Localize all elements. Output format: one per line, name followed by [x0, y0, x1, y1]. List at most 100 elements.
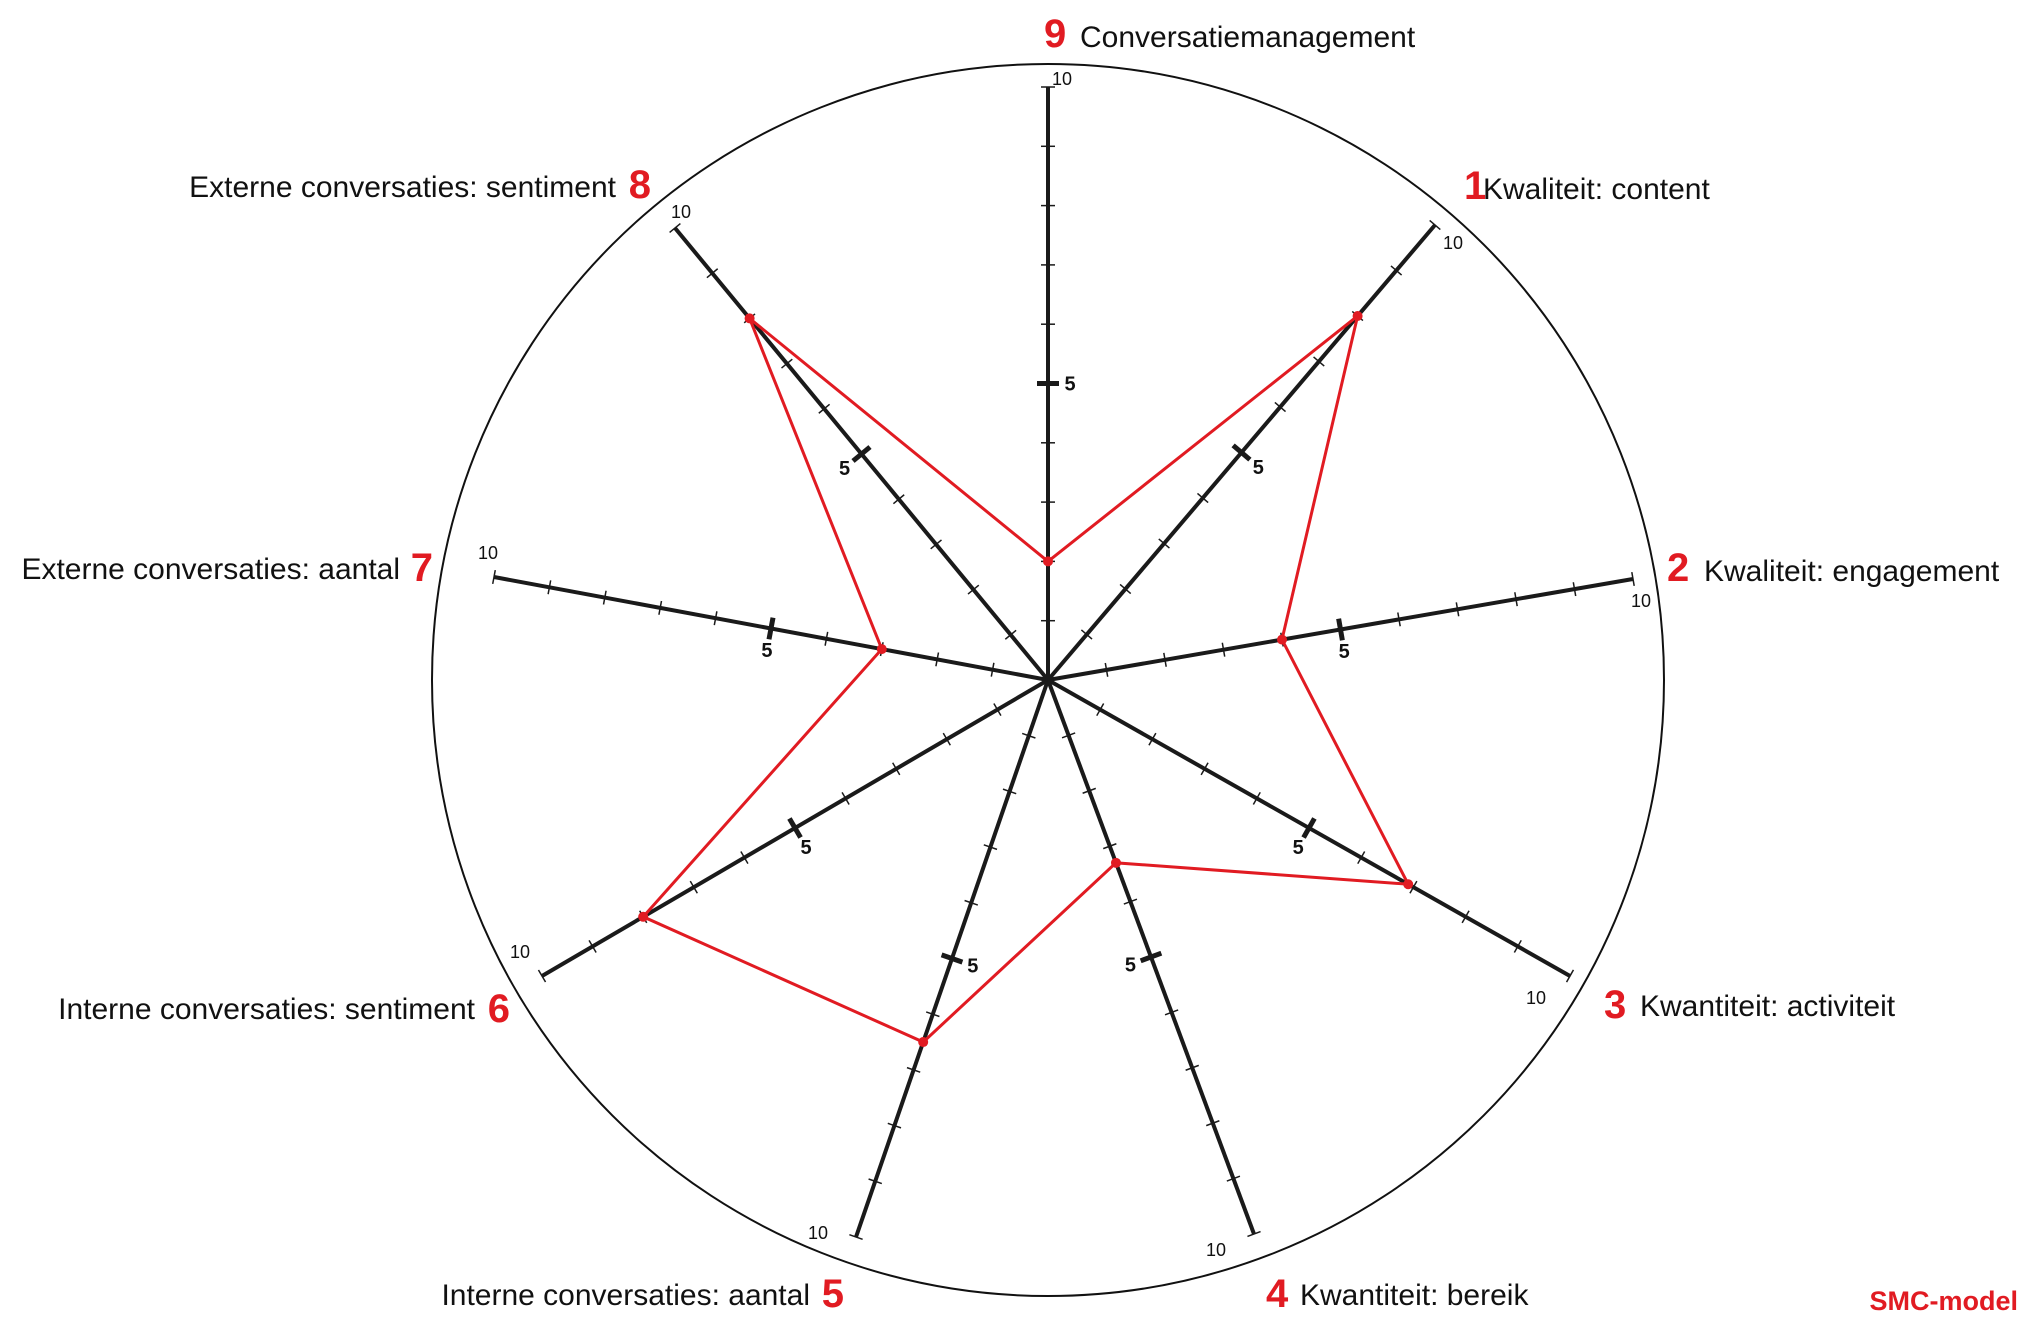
axis-tick-8-6 — [818, 403, 831, 414]
data-point-3 — [1403, 879, 1414, 890]
axis-tick-5-2 — [1002, 788, 1017, 795]
axis-tick-1-1 — [1080, 629, 1093, 640]
axis-tick-3-4 — [1252, 791, 1261, 805]
axis-tick-5-5 — [940, 952, 964, 965]
axis-tick-1-4 — [1196, 492, 1209, 504]
end-tick-label-4: 10 — [1206, 1240, 1226, 1260]
axis-tick-3-10 — [1565, 969, 1575, 983]
axis-tick-3-7 — [1409, 880, 1418, 894]
axis-tick-6-4 — [841, 791, 850, 805]
axis-tick-3-9 — [1513, 939, 1522, 953]
axis-tick-7-5 — [766, 617, 776, 640]
axis-tick-2-7 — [1455, 602, 1460, 617]
axis-tick-7-10 — [491, 569, 497, 585]
axis-tick-6-1 — [993, 703, 1002, 717]
axis-tick-1-2 — [1119, 583, 1132, 595]
axis-tick-2-5 — [1336, 618, 1345, 641]
axis-tick-6-5 — [787, 817, 803, 839]
axis-tick-2-10 — [1631, 571, 1635, 587]
axis-tick-8-3 — [930, 539, 942, 550]
axis-tick-5-4 — [964, 899, 979, 906]
axis-tick-4-10 — [1247, 1230, 1261, 1238]
axis-label-4: Kwantiteit: bereik — [1300, 1279, 1529, 1312]
mid-tick-label-3: 5 — [1293, 837, 1304, 859]
axis-number-2: 2 — [1667, 546, 1689, 590]
mid-tick-label-2: 5 — [1339, 641, 1350, 663]
axis-tick-6-3 — [892, 762, 901, 776]
axis-tick-2-8 — [1514, 592, 1518, 607]
axis-tick-5-8 — [887, 1122, 902, 1129]
axis-label-1: Kwaliteit: content — [1483, 173, 1710, 206]
data-point-8 — [744, 313, 755, 324]
axis-tick-8-10 — [669, 222, 681, 234]
end-tick-label-2: 10 — [1631, 591, 1651, 611]
end-tick-label-6: 10 — [510, 942, 530, 962]
axis-tick-3-8 — [1461, 910, 1470, 924]
axis-tick-5-10 — [849, 1234, 863, 1240]
axis-tick-6-9 — [588, 939, 597, 953]
axis-tick-7-4 — [824, 631, 829, 646]
axis-tick-7-9 — [547, 580, 552, 595]
mid-tick-label-6: 5 — [801, 837, 812, 859]
axis-tick-3-3 — [1200, 762, 1209, 776]
axis-number-7: 7 — [411, 546, 433, 590]
axis-number-9: 9 — [1044, 12, 1066, 56]
outer-circle — [431, 63, 1665, 1297]
end-tick-label-3: 10 — [1526, 988, 1546, 1008]
axis-tick-4-7 — [1185, 1064, 1200, 1071]
axis-tick-3-1 — [1096, 703, 1105, 717]
axes-layer — [491, 86, 1635, 1240]
axis-tick-8-9 — [706, 268, 719, 279]
axis-tick-4-2 — [1082, 787, 1097, 794]
axis-tick-8-1 — [1004, 629, 1017, 640]
axis-tick-4-3 — [1102, 843, 1117, 850]
axis-number-8: 8 — [629, 163, 651, 207]
axis-label-3: Kwantiteit: activiteit — [1640, 990, 1896, 1023]
data-point-6 — [638, 911, 649, 922]
end-tick-label-5: 10 — [808, 1223, 828, 1243]
axis-tick-7-6 — [713, 611, 718, 626]
axis-tick-7-8 — [602, 590, 607, 605]
axis-tick-3-6 — [1357, 851, 1366, 865]
mid-tick-label-4: 5 — [1125, 955, 1136, 977]
axis-tick-5-3 — [983, 844, 998, 851]
axis-tick-4-8 — [1205, 1120, 1220, 1127]
axis-tick-3-2 — [1148, 732, 1157, 746]
mid-tick-label-8: 5 — [839, 458, 850, 480]
mid-tick-label-7: 5 — [761, 640, 772, 662]
axis-tick-4-4 — [1123, 898, 1138, 905]
axis-tick-4-9 — [1226, 1175, 1241, 1182]
data-point-4 — [1110, 857, 1121, 868]
axis-number-6: 6 — [488, 987, 510, 1031]
axis-tick-6-2 — [942, 732, 951, 746]
axis-tick-2-1 — [1104, 662, 1109, 677]
axis-tick-5-7 — [906, 1066, 921, 1073]
data-layer — [638, 311, 1414, 1048]
axis-tick-2-9 — [1572, 582, 1577, 597]
axis-tick-1-10 — [1429, 219, 1441, 231]
axis-number-1: 1 — [1464, 164, 1486, 208]
mid-tick-label-1: 5 — [1253, 457, 1264, 479]
axis-tick-1-7 — [1313, 356, 1325, 367]
data-point-2 — [1277, 634, 1287, 645]
axis-tick-7-2 — [935, 652, 940, 667]
end-tick-label-8: 10 — [671, 202, 691, 222]
axis-tick-7-7 — [658, 600, 663, 615]
axis-tick-7-1 — [990, 662, 995, 677]
axis-tick-4-5 — [1139, 950, 1163, 964]
axis-tick-1-5 — [1231, 443, 1252, 462]
axis-number-3: 3 — [1604, 983, 1626, 1027]
data-polygon — [640, 312, 1411, 1044]
axis-tick-8-7 — [781, 358, 793, 369]
axis-number-5: 5 — [822, 1272, 844, 1316]
axis-tick-2-6 — [1397, 612, 1401, 627]
end-tick-label-1: 10 — [1443, 233, 1463, 253]
axis-tick-5-1 — [1021, 732, 1036, 739]
data-point-1 — [1352, 311, 1363, 321]
axis-number-4: 4 — [1266, 1272, 1289, 1316]
end-tick-label-7: 10 — [478, 543, 498, 563]
axis-tick-8-2 — [967, 584, 980, 595]
axis-tick-8-4 — [892, 494, 905, 505]
